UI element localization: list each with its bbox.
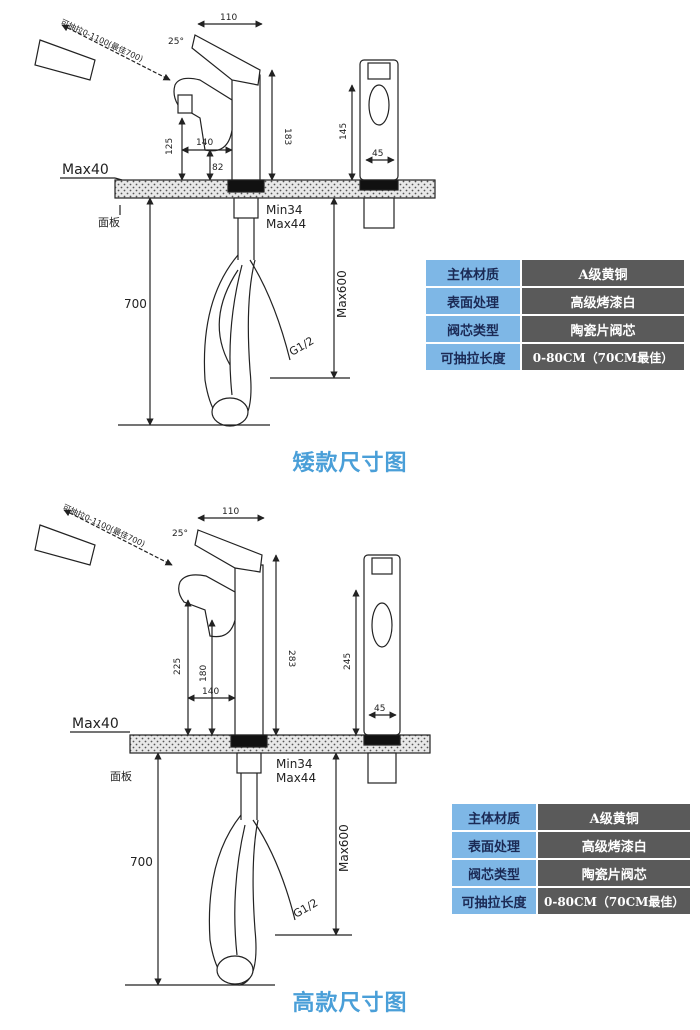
inlet-hose (249, 259, 291, 361)
spec-row: 可抽拉长度 0-80CM（70CM最佳） (452, 888, 691, 914)
dim-25-angle: 25° (172, 529, 188, 539)
max600-label: Max600 (337, 824, 351, 872)
spec-key: 主体材质 (426, 260, 520, 286)
spec-key: 可抽拉长度 (426, 344, 520, 370)
dim-180: 180 (199, 665, 209, 682)
weight (211, 397, 249, 427)
spec-value: A级黄铜 (538, 804, 691, 830)
short-model-drawing: 可抽拉0-1100(最佳700) 110 25° 183 125 140 82 … (34, 13, 436, 427)
spec-row: 可抽拉长度 0-80CM（70CM最佳） (426, 344, 684, 370)
max40-label: Max40 (72, 716, 119, 732)
dim-110: 110 (222, 507, 239, 517)
dim-283: 283 (286, 650, 296, 667)
tall-model-drawing: 可抽拉0-1100(最佳700) 110 25° 283 225 180 140… (34, 502, 431, 986)
spec-row: 阀芯类型 陶瓷片阀芯 (452, 860, 691, 886)
spec-key: 主体材质 (452, 804, 536, 830)
spec-value: 0-80CM（70CM最佳） (538, 888, 691, 914)
lever (194, 529, 263, 573)
spec-key: 可抽拉长度 (452, 888, 536, 914)
g12-label: G1/2 (287, 334, 316, 358)
lever (191, 34, 261, 86)
spec-value: 陶瓷片阀芯 (538, 860, 691, 886)
sprayer-head (34, 524, 96, 566)
spec-key: 表面处理 (426, 288, 520, 314)
spec-table-tall: 主体材质 A级黄铜 表面处理 高级烤漆白 阀芯类型 陶瓷片阀芯 可抽拉长度 0-… (450, 802, 692, 916)
dim-700: 700 (124, 297, 147, 311)
dim-25-angle: 25° (168, 37, 184, 47)
spout (178, 574, 236, 638)
dim-225: 225 (173, 658, 183, 675)
faucet-body (231, 74, 261, 181)
spec-value: 高级烤漆白 (522, 288, 684, 314)
dim-45: 45 (374, 704, 385, 714)
dim-245: 245 (343, 653, 353, 670)
dim-45: 45 (372, 149, 383, 159)
dim-110: 110 (220, 13, 237, 23)
spec-table-short: 主体材质 A级黄铜 表面处理 高级烤漆白 阀芯类型 陶瓷片阀芯 可抽拉长度 0-… (424, 258, 686, 372)
spec-row: 主体材质 A级黄铜 (452, 804, 691, 830)
faucet-body (234, 564, 264, 736)
mount-nut (233, 197, 259, 219)
weight (216, 955, 254, 985)
min34-label: Min34 (266, 203, 303, 217)
g12-label: G1/2 (291, 896, 320, 920)
base-ring (227, 179, 265, 193)
dim-700: 700 (130, 855, 153, 869)
spec-key: 阀芯类型 (452, 860, 536, 886)
dim-140: 140 (196, 138, 213, 148)
max44-label: Max44 (276, 771, 316, 785)
spec-row: 表面处理 高级烤漆白 (452, 832, 691, 858)
panel-label: 面板 (110, 769, 132, 783)
spec-key: 表面处理 (452, 832, 536, 858)
max40-label: Max40 (62, 162, 109, 178)
max600-label: Max600 (335, 270, 349, 318)
tall-model-panel: 可抽拉0-1100(最佳700) 110 25° 283 225 180 140… (0, 500, 700, 1030)
countertop (129, 734, 431, 754)
dim-125: 125 (165, 138, 175, 155)
max44-label: Max44 (266, 217, 306, 231)
spec-value: 高级烤漆白 (538, 832, 691, 858)
inlet-hose (252, 819, 296, 921)
sprayer-head (34, 39, 96, 81)
short-model-panel: 可抽拉0-1100(最佳700) 110 25° 183 125 140 82 … (0, 0, 700, 500)
dim-140: 140 (202, 687, 219, 697)
dim-82: 82 (212, 163, 223, 173)
dim-183: 183 (282, 128, 292, 145)
mount-nut (236, 752, 262, 774)
base-ring (230, 734, 268, 748)
panel-label: 面板 (98, 215, 120, 229)
spec-value: 陶瓷片阀芯 (522, 316, 684, 342)
spec-value: 0-80CM（70CM最佳） (522, 344, 684, 370)
caption-tall: 高款尺寸图 (292, 990, 408, 1016)
spec-value: A级黄铜 (522, 260, 684, 286)
dim-145: 145 (339, 123, 349, 140)
spec-key: 阀芯类型 (426, 316, 520, 342)
caption-short: 矮款尺寸图 (292, 450, 408, 476)
spec-row: 主体材质 A级黄铜 (426, 260, 684, 286)
spec-row: 表面处理 高级烤漆白 (426, 288, 684, 314)
min34-label: Min34 (276, 757, 313, 771)
spec-row: 阀芯类型 陶瓷片阀芯 (426, 316, 684, 342)
